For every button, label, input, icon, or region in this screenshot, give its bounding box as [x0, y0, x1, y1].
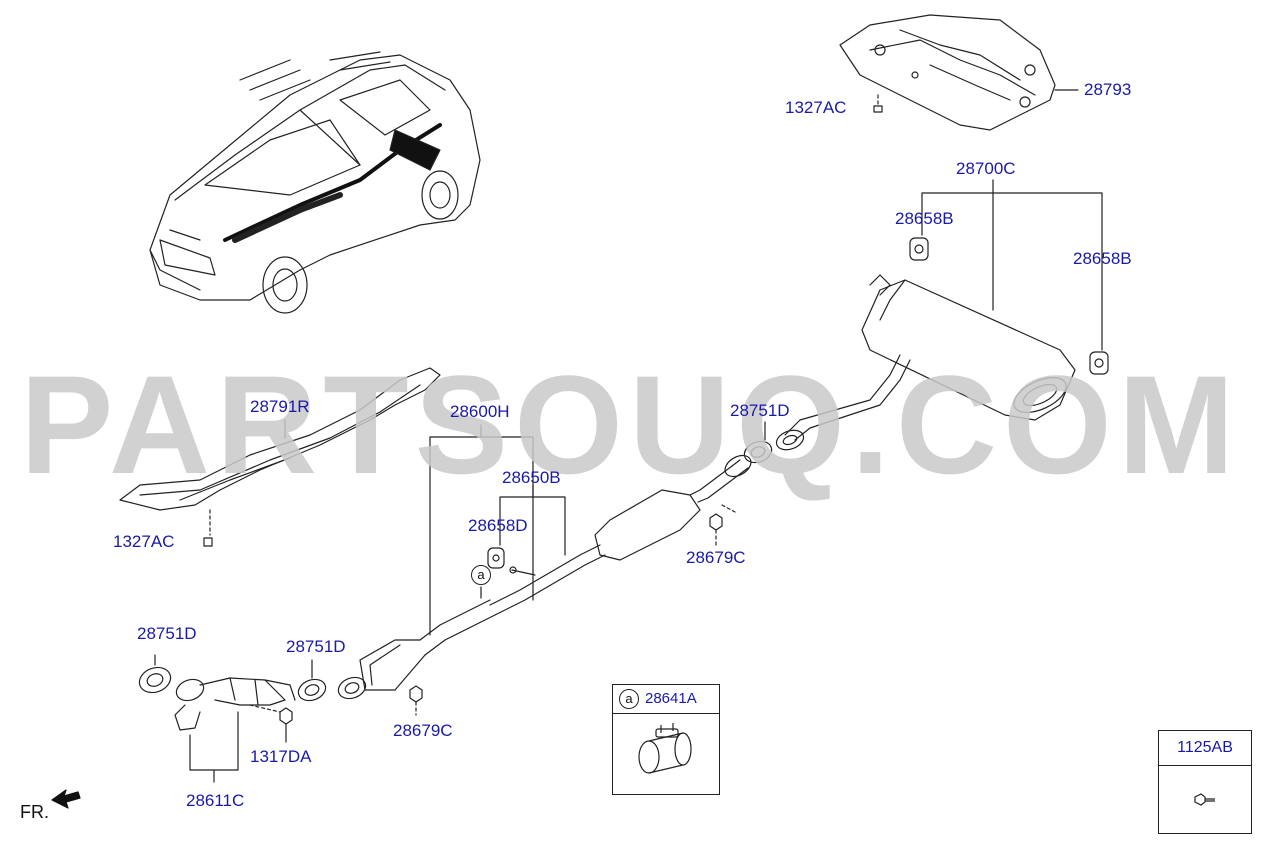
vehicle-illustration	[149, 51, 481, 314]
inset-clamp-box: a 28641A	[612, 684, 720, 795]
callout-28611c[interactable]: 28611C	[186, 791, 245, 810]
hanger-rubbers-rear	[909, 237, 1109, 375]
callout-28641a[interactable]: 28641A	[645, 690, 697, 707]
center-pipe-assembly	[337, 454, 752, 700]
heat-shield-front	[119, 367, 441, 547]
reference-marker-a: a	[471, 565, 491, 585]
callout-28658b-left[interactable]: 28658B	[895, 209, 954, 228]
callout-28679c-right[interactable]: 28679C	[686, 548, 746, 567]
callout-28791r[interactable]: 28791R	[250, 397, 310, 416]
gasket-mid	[743, 421, 773, 464]
callout-28650b[interactable]: 28650B	[502, 468, 561, 487]
callout-28658d[interactable]: 28658D	[468, 516, 528, 535]
callout-1317da[interactable]: 1317DA	[250, 747, 312, 766]
callout-1327ac-left[interactable]: 1327AC	[113, 532, 175, 551]
callout-28751d-mid[interactable]: 28751D	[730, 401, 790, 420]
inset-marker-a: a	[619, 689, 639, 709]
callout-28700c[interactable]: 28700C	[956, 159, 1016, 178]
rear-muffler	[775, 274, 1076, 451]
callout-1125ab[interactable]: 1125AB	[1159, 731, 1251, 766]
inset-clamp-header: a 28641A	[613, 685, 719, 714]
callout-1327ac-top[interactable]: 1327AC	[785, 98, 847, 117]
direction-label: FR.	[20, 802, 49, 822]
callout-28751d-center[interactable]: 28751D	[286, 637, 346, 656]
callout-28658b-right[interactable]: 28658B	[1073, 249, 1132, 268]
hanger-rubber-front	[487, 547, 505, 569]
inset-fastener-box: 1125AB	[1158, 730, 1252, 834]
callout-28751d-left[interactable]: 28751D	[137, 624, 197, 643]
bolt-icon	[1194, 793, 1215, 806]
callout-28679c-bottom[interactable]: 28679C	[393, 721, 453, 740]
callout-28793[interactable]: 28793	[1084, 80, 1132, 99]
front-pipe-catalytic	[138, 654, 327, 783]
nuts-28679c	[409, 504, 736, 716]
clamp-icon	[638, 723, 692, 774]
heat-shield-rear	[839, 14, 1079, 131]
front-arrow-icon	[51, 789, 81, 809]
callout-28600h[interactable]: 28600H	[450, 402, 510, 421]
